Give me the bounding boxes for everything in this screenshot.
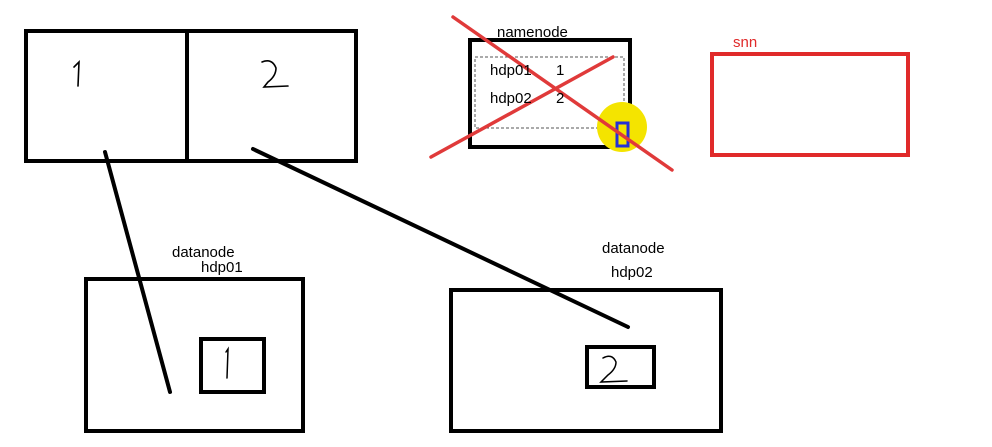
- file-block-1-glyph: [73, 59, 80, 87]
- namenode-entry-2-block: 2: [556, 90, 565, 107]
- namenode-entry-1-block: 1: [556, 62, 565, 79]
- datanode-hdp01-label: datanode: [172, 244, 235, 261]
- datanode-hdp02-label: datanode: [602, 240, 665, 257]
- datanode-hdp02-block-glyph: [599, 355, 628, 383]
- datanode-hdp02: [449, 288, 723, 433]
- namenode-entry-2-host: hdp02: [490, 90, 532, 107]
- snn-box: [710, 52, 910, 157]
- file-block-2-glyph: [261, 60, 289, 88]
- datanode-hdp01-block-box: [199, 337, 266, 394]
- file-blocks: [24, 29, 358, 163]
- datanode-hdp02-host: hdp02: [611, 264, 653, 281]
- datanode-hdp02-box: [449, 288, 723, 433]
- datanode-hdp01: [84, 277, 305, 433]
- namenode-cross: [429, 15, 674, 172]
- namenode-entry-1-host: hdp01: [490, 62, 532, 79]
- block-1-link: [103, 150, 172, 394]
- namenode-group: [429, 15, 674, 172]
- datanode-hdp01-host: hdp01: [201, 259, 243, 276]
- cursor-highlight: [597, 102, 647, 152]
- namenode-box: [468, 38, 632, 149]
- file-block-box: [24, 29, 358, 163]
- namenode-label: namenode: [497, 24, 568, 41]
- snn-label: snn: [733, 34, 758, 51]
- datanode-hdp01-block-glyph: [225, 346, 229, 379]
- cursor-icon: [615, 121, 630, 148]
- block-2-link: [251, 147, 630, 329]
- datanode-hdp02-block-box: [585, 345, 656, 389]
- datanode-hdp01-box: [84, 277, 305, 433]
